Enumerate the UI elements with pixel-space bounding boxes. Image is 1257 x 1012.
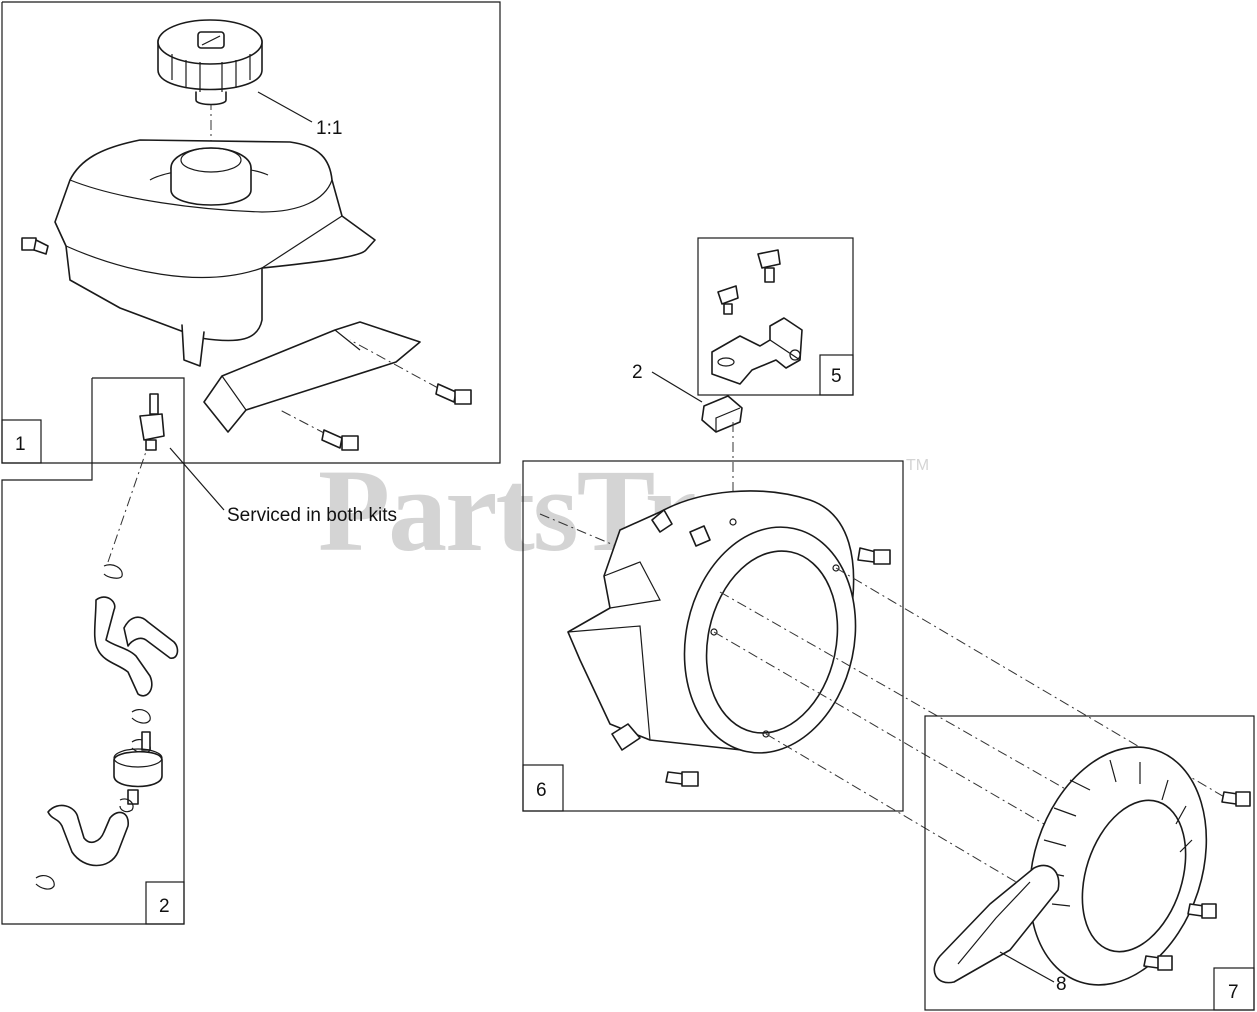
throttle-bracket[interactable] xyxy=(711,317,803,385)
bracket-screw-1[interactable] xyxy=(717,285,739,315)
fuel-line-group: 2 Serviced in both kits xyxy=(1,377,397,925)
hose-clamp-upper[interactable] xyxy=(103,564,123,579)
callout-recoil-handle[interactable]: 8 xyxy=(1056,974,1067,995)
fuel-filter[interactable] xyxy=(113,731,163,805)
serviced-note: Serviced in both kits xyxy=(227,505,397,526)
kit-7-number[interactable]: 7 xyxy=(1228,982,1239,1003)
callout-tank-cap[interactable]: 1:1 xyxy=(316,118,342,139)
kit-1-number[interactable]: 1 xyxy=(15,434,26,455)
hose-clamp-lower[interactable] xyxy=(35,874,55,890)
kit-1-number-box xyxy=(1,419,42,464)
housing-bolt-right[interactable] xyxy=(857,547,891,565)
fuel-shutoff-valve[interactable] xyxy=(139,393,165,451)
fuel-line-centerline xyxy=(107,439,151,563)
bolt-centerline-2 xyxy=(279,409,327,435)
fuel-hose-lower[interactable] xyxy=(47,798,134,867)
kit-2-number-box xyxy=(145,881,185,925)
cap-leader xyxy=(257,91,313,123)
recoil-handle[interactable] xyxy=(933,864,1060,984)
clip-leader xyxy=(651,371,703,403)
kit-6-frame xyxy=(522,460,904,812)
kit-7-number-box xyxy=(1213,967,1255,1011)
heat-shield[interactable] xyxy=(203,321,421,433)
recoil-starter-group: 7 8 xyxy=(924,715,1255,1011)
shield-bolt-lower[interactable] xyxy=(321,429,359,451)
kit-5-number-box xyxy=(819,354,854,396)
kit-5-number[interactable]: 5 xyxy=(831,366,842,387)
housing-bolt-top[interactable] xyxy=(689,525,711,547)
kit-7-frame xyxy=(924,715,1255,1011)
starter-bolt-1[interactable] xyxy=(1221,791,1251,807)
fuel-tank-group: 1 1:1 xyxy=(1,1,501,464)
kit-6-number-box xyxy=(522,764,564,812)
callout-bracket-clip[interactable]: 2 xyxy=(632,362,643,383)
fuel-hose-upper[interactable] xyxy=(93,596,179,697)
shield-bolt-right[interactable] xyxy=(435,383,472,405)
serviced-note-leader xyxy=(169,447,225,511)
housing-bolt-bottom[interactable] xyxy=(665,771,699,787)
kit-2-frame xyxy=(1,377,185,925)
speed-control-clip[interactable] xyxy=(701,395,743,433)
bracket-screw-2[interactable] xyxy=(757,249,781,283)
starter-align-1 xyxy=(835,567,1227,799)
kit-6-number[interactable]: 6 xyxy=(536,780,547,801)
watermark-tm: TM xyxy=(906,457,929,474)
fuel-cap[interactable] xyxy=(157,19,263,106)
bracket-group: 5 xyxy=(697,237,854,396)
tank-bolt-left[interactable] xyxy=(21,237,49,255)
blower-housing[interactable] xyxy=(567,490,876,769)
bolt-centerline-1 xyxy=(349,339,439,389)
fan-housing-group: 6 xyxy=(522,460,904,812)
recoil-starter[interactable] xyxy=(1000,724,1235,1008)
starter-bolt-2[interactable] xyxy=(1187,903,1217,919)
kit-1-frame xyxy=(1,1,501,464)
fuel-tank[interactable] xyxy=(54,139,376,367)
kit-2-number[interactable]: 2 xyxy=(159,896,170,917)
starter-bolt-3[interactable] xyxy=(1143,955,1173,971)
housing-centerline xyxy=(539,513,641,557)
kit-5-frame xyxy=(697,237,854,396)
handle-leader xyxy=(999,951,1055,983)
